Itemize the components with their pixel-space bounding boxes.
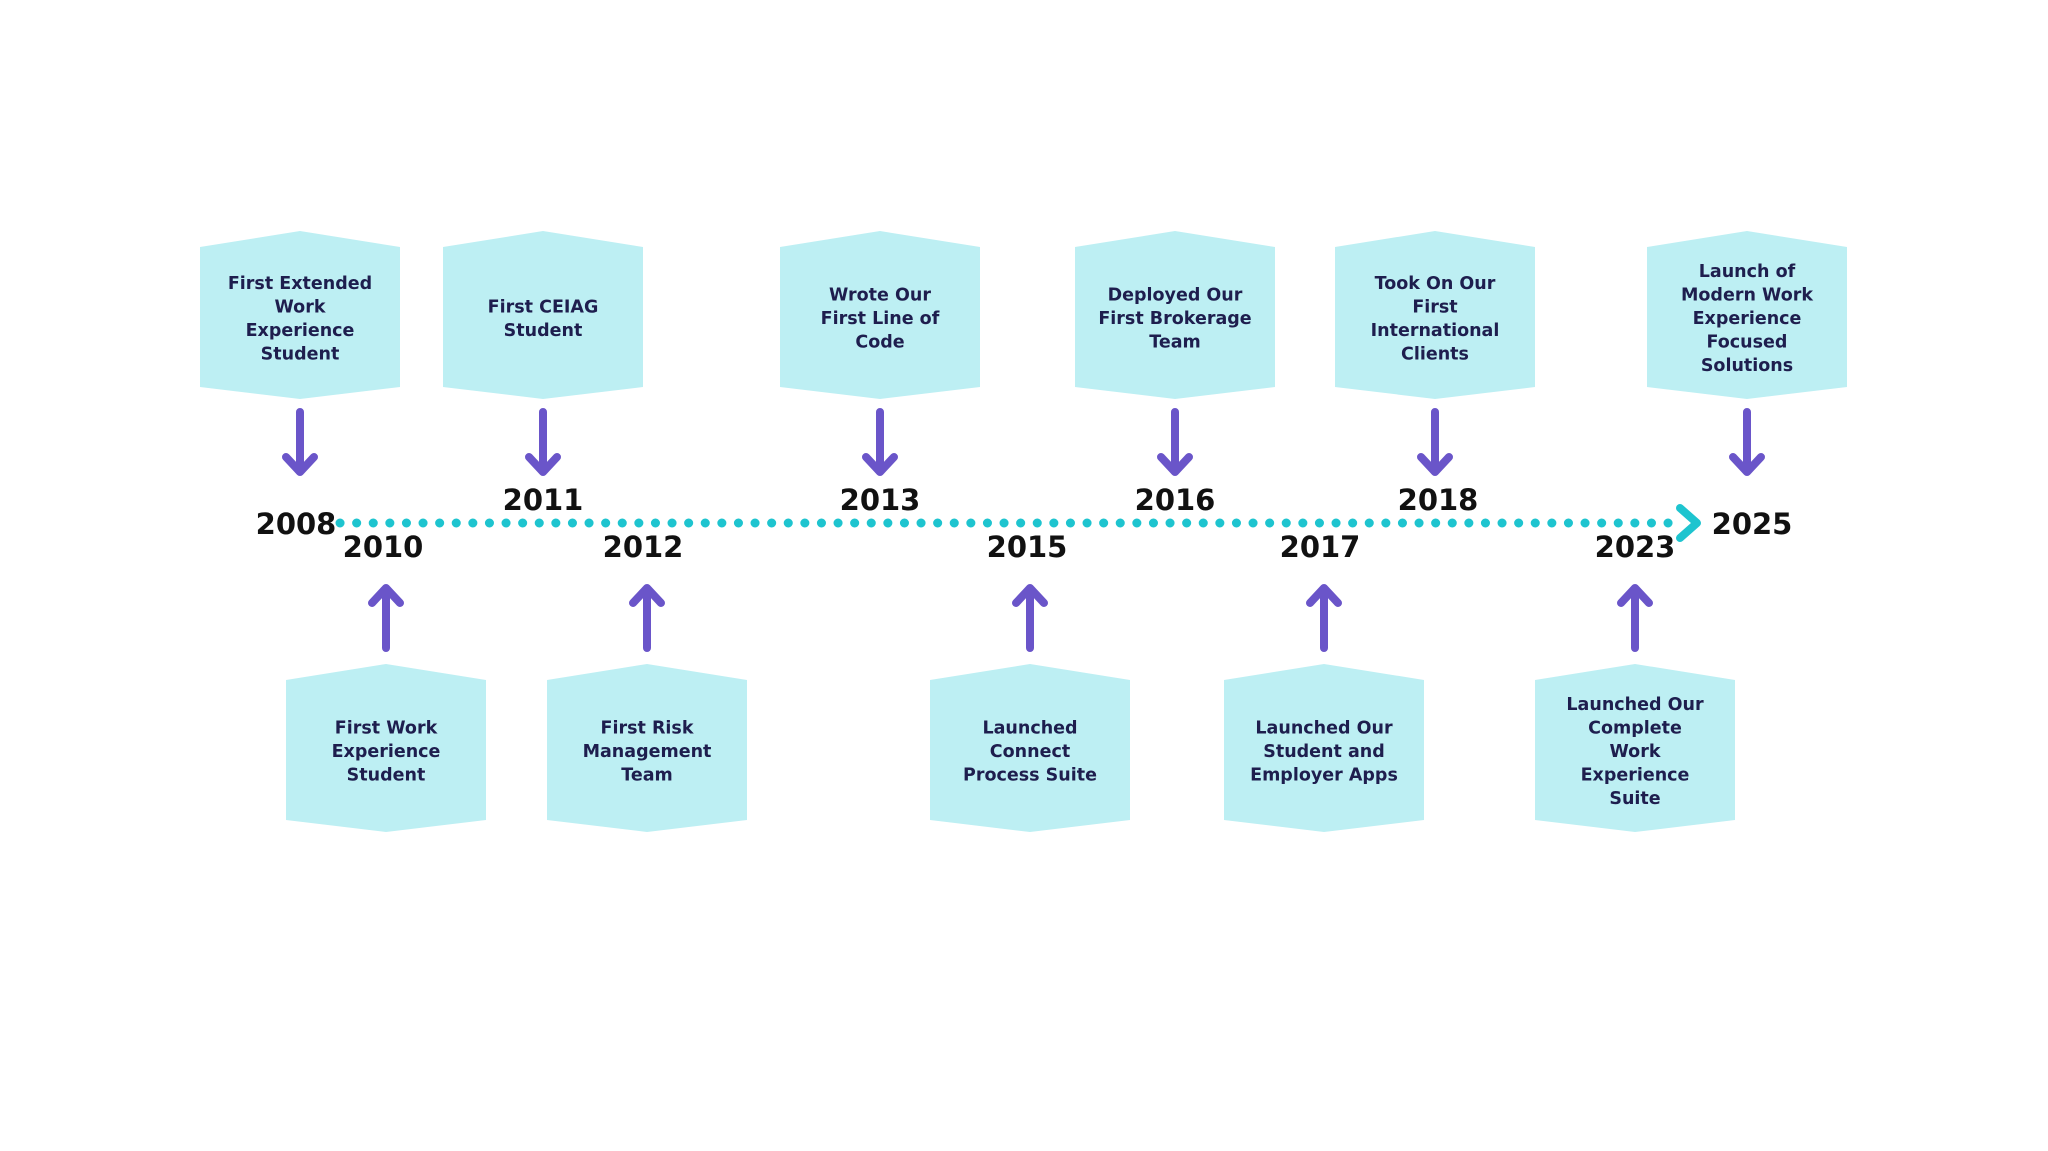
- arrow-up-icon: [629, 584, 665, 652]
- event-card: [286, 664, 486, 832]
- event-year-label: 2018: [1398, 483, 1479, 517]
- event-card-text-line: Took On Our: [1375, 274, 1496, 294]
- event-card-text-line: Wrote Our: [829, 286, 931, 306]
- event-card-text-line: Modern Work: [1681, 286, 1813, 306]
- arrow-down-icon: [282, 408, 318, 476]
- timeline-arrowhead-icon: [1676, 504, 1701, 542]
- event-card-text-line: International: [1371, 321, 1500, 341]
- event-card-text-line: Launched Our: [1255, 719, 1393, 739]
- event-card-text-line: Experience: [1581, 766, 1690, 786]
- arrow-down-icon: [1157, 408, 1193, 476]
- event-card: [1335, 231, 1535, 399]
- event-card-text-line: Suite: [1609, 789, 1660, 809]
- event-card-text-line: Student and: [1263, 742, 1385, 762]
- event-card: [1224, 664, 1424, 832]
- event-card-text-line: Connect: [990, 742, 1070, 762]
- event-card-text-line: Experience: [246, 321, 355, 341]
- arrow-down-icon: [525, 408, 561, 476]
- event-card-text-line: Code: [855, 333, 904, 353]
- event-card-text-line: Clients: [1401, 344, 1469, 364]
- event-card: [780, 231, 980, 399]
- event-card-text-line: Launched Our: [1566, 695, 1704, 715]
- event-card-text-line: Employer Apps: [1250, 766, 1398, 786]
- events-layer: First ExtendedWorkExperienceStudentFirst…: [200, 231, 1847, 832]
- event-card-text-line: Experience: [1693, 309, 1802, 329]
- event-card-text-line: First: [1412, 297, 1457, 317]
- timeline-end-year: 2025: [1712, 507, 1793, 541]
- event-card-text-line: Experience: [332, 742, 441, 762]
- event-card-text-line: First CEIAG: [488, 297, 599, 317]
- event-card-text-line: Complete: [1588, 719, 1682, 739]
- event-card-text-line: Launch of: [1699, 262, 1796, 282]
- event-card-text-line: First Brokerage: [1098, 309, 1251, 329]
- arrow-down-icon: [1729, 408, 1765, 476]
- event-2011: First CEIAG Student 2011: [443, 231, 643, 517]
- event-card-text-line: First Risk: [601, 719, 694, 739]
- event-card-text-line: Team: [1149, 333, 1201, 353]
- event-card-text-line: Student: [504, 321, 583, 341]
- event-card-text-line: Deployed Our: [1108, 286, 1243, 306]
- event-card: [1647, 231, 1847, 399]
- event-card-text-line: Work: [275, 297, 326, 317]
- event-card-text-line: Team: [621, 766, 673, 786]
- arrow-up-icon: [1012, 584, 1048, 652]
- event-card-text-line: Process Suite: [963, 766, 1097, 786]
- event-year-label: 2010: [343, 530, 424, 564]
- event-year-label: 2012: [603, 530, 684, 564]
- event-card-text-line: Student: [347, 766, 426, 786]
- event-card: [1075, 231, 1275, 399]
- event-card-text-line: Student: [261, 344, 340, 364]
- event-card-text-line: Focused: [1707, 333, 1788, 353]
- event-card: [547, 664, 747, 832]
- event-year-label: 2023: [1595, 530, 1676, 564]
- event-card: [930, 664, 1130, 832]
- event-year-label: 2013: [840, 483, 921, 517]
- arrow-down-icon: [862, 408, 898, 476]
- timeline-start-year: 2008: [256, 507, 337, 541]
- event-card-text-line: Work: [1610, 742, 1661, 762]
- event-year-label: 2016: [1135, 483, 1216, 517]
- arrow-up-icon: [1617, 584, 1653, 652]
- event-card-text-line: Launched: [982, 719, 1077, 739]
- event-card: [443, 231, 643, 399]
- event-2025: Launch of Modern WorkExperienceFocusedSol…: [1647, 231, 1847, 476]
- event-card-text-line: Management: [583, 742, 712, 762]
- event-card: [1535, 664, 1735, 832]
- event-year-label: 2015: [987, 530, 1068, 564]
- event-card: [200, 231, 400, 399]
- arrow-up-icon: [368, 584, 404, 652]
- event-card-text-line: First Work: [335, 719, 438, 739]
- arrow-down-icon: [1417, 408, 1453, 476]
- event-year-label: 2011: [503, 483, 584, 517]
- event-card-text-line: First Line of: [821, 309, 940, 329]
- event-card-text-line: First Extended: [228, 274, 372, 294]
- arrow-up-icon: [1306, 584, 1342, 652]
- event-year-label: 2017: [1280, 530, 1361, 564]
- event-card-text-line: Solutions: [1701, 356, 1793, 376]
